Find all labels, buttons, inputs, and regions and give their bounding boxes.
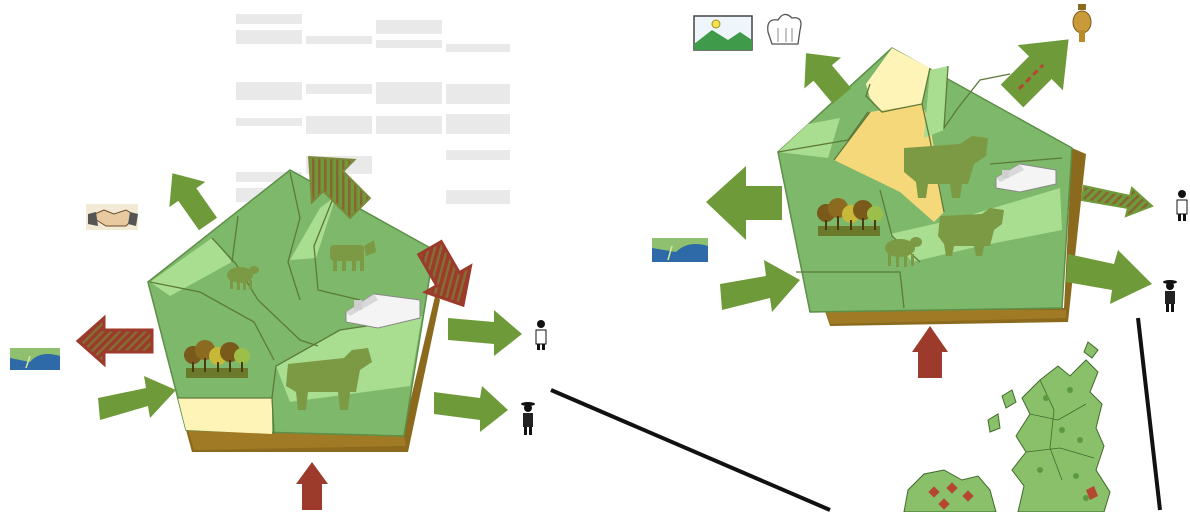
arrow-out-left-large xyxy=(706,166,782,240)
farm-system-right xyxy=(652,4,1188,378)
arrow-up-trade xyxy=(169,173,218,231)
grain-sack-icon xyxy=(1072,4,1092,42)
arrow-out-farmer xyxy=(434,386,508,432)
arrow-out-farmer xyxy=(1066,250,1152,304)
orchard-trees-icon xyxy=(184,340,250,378)
field-yellow xyxy=(834,104,944,222)
field-light-2 xyxy=(290,196,336,260)
field-light-1 xyxy=(778,118,840,158)
uk-regions-map xyxy=(903,341,1111,512)
cow-medium-icon xyxy=(938,208,1004,256)
arrow-in-soil-red xyxy=(296,462,328,510)
barn-icon xyxy=(995,163,1057,193)
arrow-in-red-hatched xyxy=(416,239,473,308)
field-pale xyxy=(866,48,930,112)
farm-system-left xyxy=(10,156,547,510)
connector-line-left xyxy=(550,388,831,512)
field-light-1 xyxy=(150,238,232,296)
arrow-out-grain xyxy=(1000,39,1069,108)
arrow-up-hatched xyxy=(308,156,372,220)
water-landscape-icon xyxy=(652,238,708,262)
background-table-faded xyxy=(236,14,510,204)
cow-large-icon xyxy=(286,348,372,410)
arrow-out-red-left xyxy=(75,314,154,368)
field-light-2 xyxy=(924,66,948,138)
water-landscape-icon xyxy=(10,348,60,370)
field-pale xyxy=(178,398,272,434)
connector-line-right xyxy=(1136,317,1162,511)
arrow-in-green-left xyxy=(720,260,800,312)
arrow-in-soil-red xyxy=(912,326,948,378)
orchard-trees-icon xyxy=(817,198,883,236)
handshake-icon xyxy=(86,204,138,230)
scientist-icon xyxy=(1176,190,1188,221)
arrow-out-scientist xyxy=(1080,184,1154,218)
arrow-out-scientist xyxy=(448,310,522,356)
cow-small-icon xyxy=(330,240,376,271)
arrow-out-landscape xyxy=(804,53,852,104)
chef-hat-icon xyxy=(767,13,802,45)
sheep-icon xyxy=(227,266,259,290)
farmer-icon xyxy=(521,402,535,435)
scientist-icon xyxy=(535,320,547,350)
cow-large-icon xyxy=(904,136,988,198)
sheep-icon xyxy=(885,237,922,267)
barn-icon xyxy=(345,293,421,329)
arrow-in-green-bottom-left xyxy=(98,376,176,420)
farmer-icon xyxy=(1163,280,1177,312)
landscape-picture-icon xyxy=(693,15,753,51)
